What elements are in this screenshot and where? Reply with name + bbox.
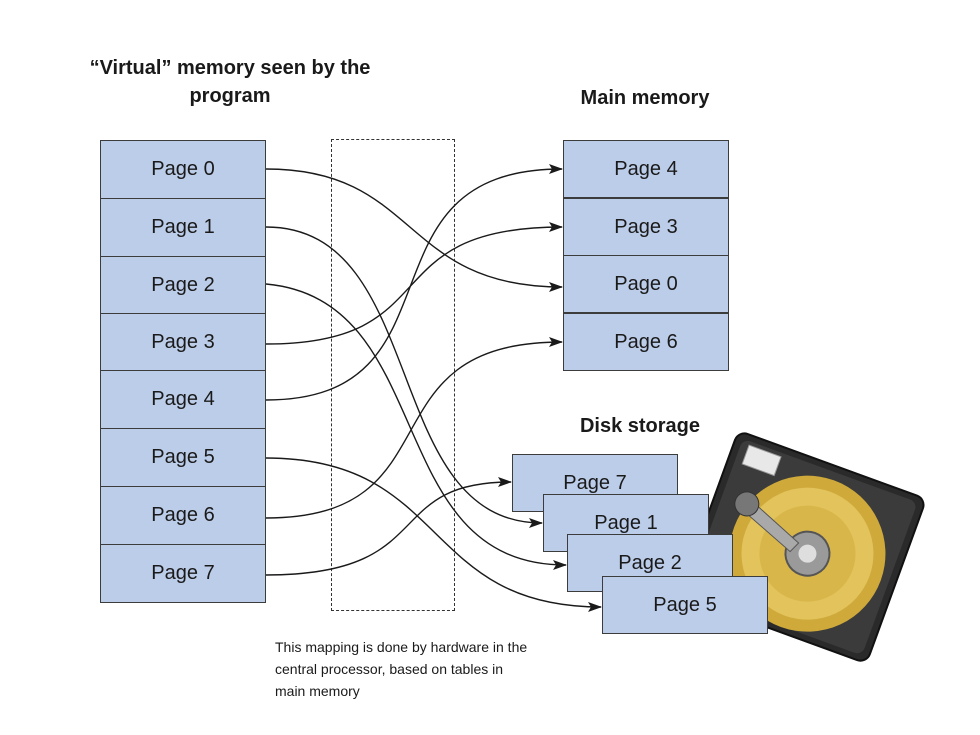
- arrow-page-3: [265, 222, 563, 345]
- virtual-page-2: Page 2: [100, 256, 266, 315]
- arrow-page-1: [265, 226, 543, 528]
- virtual-page-0: Page 0: [100, 140, 266, 199]
- virtual-page-3: Page 3: [100, 313, 266, 372]
- arrow-page-0: [265, 168, 563, 292]
- virtual-page-5: Page 5: [100, 428, 266, 487]
- disk-page-slot-3: Page 2: [567, 534, 733, 592]
- disk-page-slot-4: Page 5: [602, 576, 768, 634]
- virtual-memory-heading: “Virtual” memory seen by the program: [89, 57, 371, 107]
- main-memory-heading: Main memory: [580, 87, 710, 109]
- disk-storage-heading: Disk storage: [579, 415, 701, 437]
- virtual-page-1: Page 1: [100, 198, 266, 257]
- virtual-page-6: Page 6: [100, 486, 266, 545]
- main-memory-page-slot-1: Page 4: [563, 140, 729, 198]
- main-memory-page-slot-2: Page 3: [563, 198, 729, 256]
- virtual-page-7: Page 7: [100, 544, 266, 603]
- main-memory-page-slot-4: Page 6: [563, 313, 729, 371]
- mapping-note: This mapping is done by hardware in the …: [275, 639, 528, 699]
- arrow-page-2: [265, 283, 567, 570]
- arrow-page-7: [265, 477, 512, 576]
- arrow-page-5: [265, 457, 602, 612]
- arrow-page-4: [265, 164, 563, 401]
- main-memory-page-slot-3: Page 0: [563, 255, 729, 313]
- mapping-hardware-box: [331, 139, 455, 611]
- virtual-page-4: Page 4: [100, 370, 266, 429]
- arrow-page-6: [265, 337, 563, 519]
